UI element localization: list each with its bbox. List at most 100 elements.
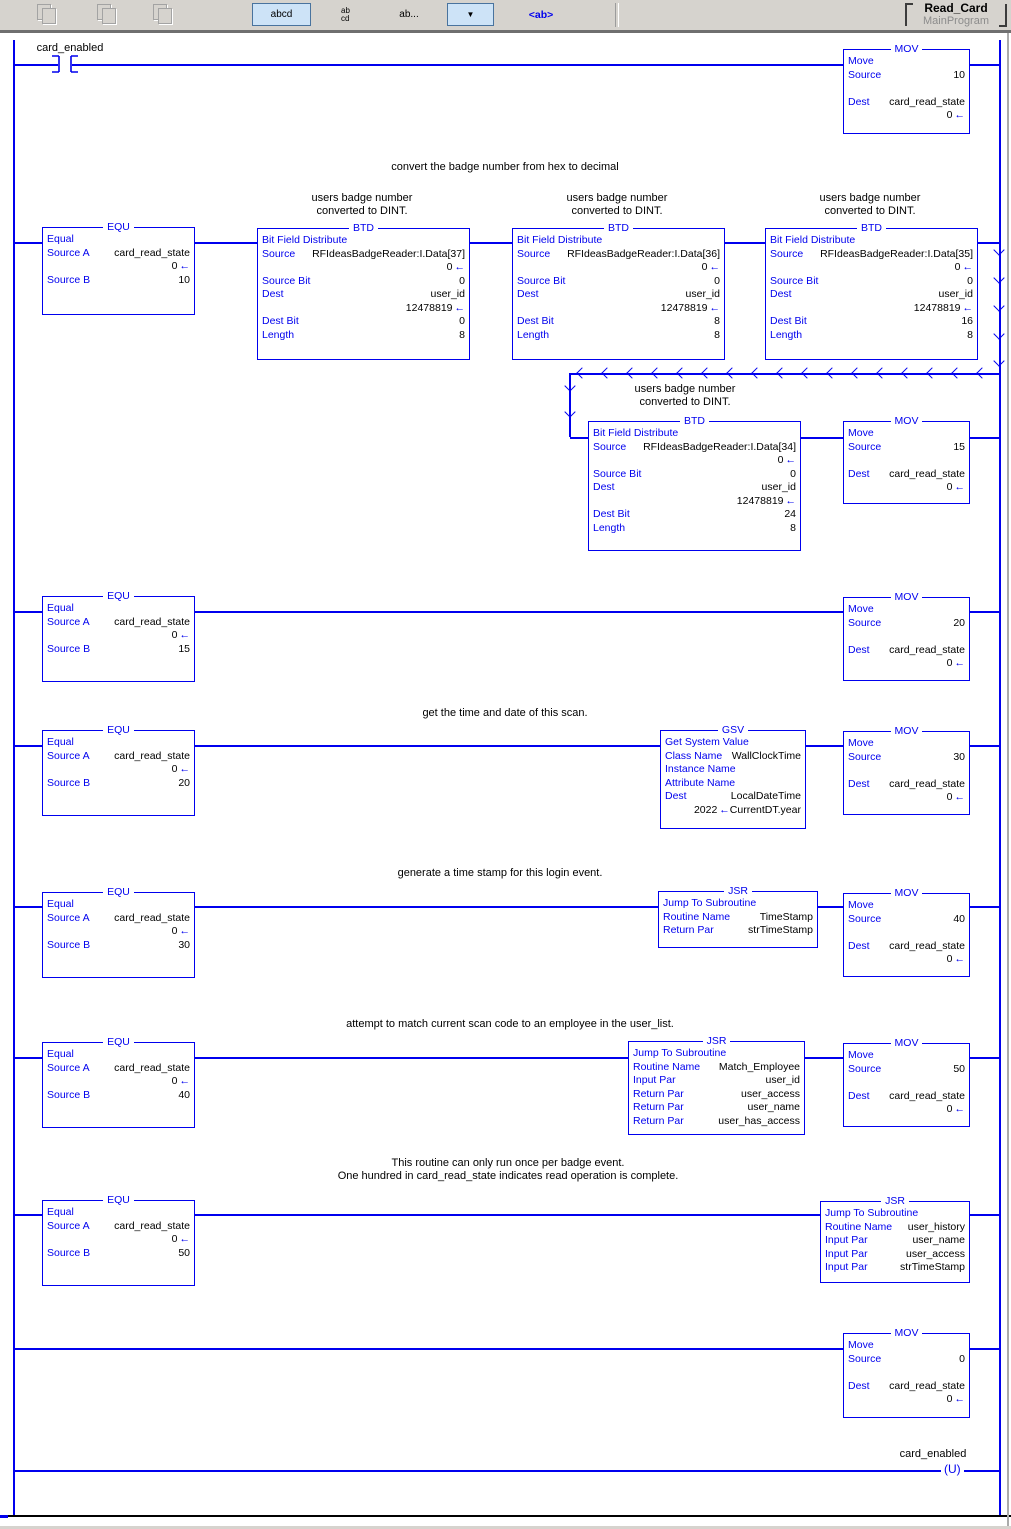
operand-value[interactable]: user_has_access — [718, 1114, 800, 1127]
paste-document-icon[interactable] — [36, 3, 62, 26]
operand-value[interactable]: 24 — [784, 508, 796, 520]
operand-value[interactable]: 0 — [701, 261, 708, 273]
operand-value[interactable]: 0 — [459, 315, 465, 327]
tag-name-full-button[interactable]: abcd — [252, 3, 311, 26]
operand-value[interactable]: 8 — [714, 315, 720, 327]
operand-value[interactable]: 12478819 — [405, 301, 453, 314]
operand-value[interactable]: 0 — [959, 1352, 965, 1365]
operand-value[interactable]: card_read_state — [889, 777, 965, 790]
operand-value[interactable]: 0 — [946, 1393, 953, 1405]
operand-value[interactable]: 8 — [790, 521, 796, 534]
operand-value[interactable]: 0 — [954, 261, 961, 273]
operand-value[interactable]: 30 — [953, 750, 965, 763]
operand-value[interactable]: card_read_state — [889, 467, 965, 480]
operand-value[interactable]: card_read_state — [114, 1061, 190, 1074]
coil-unlatch[interactable]: (U) — [941, 1461, 964, 1477]
operand-value[interactable]: strTimeStamp — [900, 1261, 965, 1273]
edit-tag-button[interactable]: <ab> — [515, 3, 567, 26]
operand-value[interactable]: 0 — [714, 274, 720, 287]
operand-value[interactable]: card_read_state — [114, 246, 190, 259]
operand-value[interactable]: card_read_state — [889, 1089, 965, 1102]
operand-value[interactable]: card_read_state — [889, 939, 965, 952]
operand-value[interactable]: 30 — [178, 938, 190, 951]
copy-documents-icon[interactable] — [152, 3, 178, 26]
operand-value[interactable]: 0 — [946, 481, 953, 493]
operand-value[interactable]: 0 — [171, 1233, 178, 1245]
tag-name-wrap-button[interactable]: ab cd — [329, 3, 362, 26]
operand-value[interactable]: 8 — [459, 328, 465, 341]
operand-value[interactable]: 40 — [178, 1088, 190, 1101]
rung-comment[interactable]: convert the badge number from hex to dec… — [250, 161, 760, 174]
export-document-icon[interactable] — [96, 3, 122, 26]
operand-value[interactable]: user_name — [912, 1234, 965, 1246]
operand-value[interactable]: 10 — [953, 68, 965, 81]
operand-value[interactable]: 40 — [953, 912, 965, 925]
operand-value[interactable]: 0 — [171, 629, 178, 641]
contact-tag-label[interactable]: card_enabled — [36, 42, 104, 54]
operand-value[interactable]: 20 — [178, 776, 190, 789]
operand-value[interactable]: 10 — [178, 273, 190, 286]
operand-value[interactable]: 0 — [967, 274, 973, 287]
operand-value[interactable]: 50 — [178, 1246, 190, 1259]
operand-value[interactable]: 0 — [171, 763, 178, 775]
operand-value[interactable]: LocalDateTime — [730, 790, 801, 802]
operand-value[interactable]: 12478819 — [660, 301, 708, 314]
tag-display-dropdown-button[interactable]: ▼ — [447, 3, 494, 26]
operand-value[interactable]: 2022 — [693, 803, 718, 816]
operand-value[interactable]: Match_Employee — [718, 1060, 800, 1073]
operand-value[interactable]: user_id — [430, 288, 465, 300]
operand-value[interactable]: card_read_state — [889, 1379, 965, 1392]
operand-value[interactable]: 0 — [790, 467, 796, 480]
operand-value[interactable]: 0 — [777, 454, 784, 466]
tag-name-truncated-button[interactable]: ab... — [385, 3, 433, 26]
clipped-edge-icon[interactable] — [0, 3, 10, 26]
operand-value[interactable]: 15 — [178, 642, 190, 655]
operand-value[interactable]: card_read_state — [114, 1219, 190, 1232]
rung-comment[interactable]: get the time and date of this scan. — [255, 707, 755, 720]
contact-examine-on[interactable] — [45, 54, 85, 79]
operand-value[interactable]: 50 — [953, 1062, 965, 1075]
operand-value[interactable]: 0 — [946, 791, 953, 803]
operand-value[interactable]: card_read_state — [114, 911, 190, 924]
rung-comment[interactable]: This routine can only run once per badge… — [208, 1157, 808, 1183]
operand-value[interactable]: user_history — [907, 1220, 965, 1233]
operand-value[interactable]: card_read_state — [114, 615, 190, 628]
operand-value[interactable]: 0 — [171, 260, 178, 272]
operand-value[interactable]: 8 — [967, 328, 973, 341]
operand-value[interactable]: RFIdeasBadgeReader:I.Data[37] — [312, 247, 465, 260]
operand-value[interactable]: card_read_state — [114, 749, 190, 762]
routine-tab-label[interactable]: Read_Card MainProgram — [905, 1, 1007, 29]
operand-value[interactable]: 0 — [459, 274, 465, 287]
operand-value[interactable]: 0 — [946, 953, 953, 965]
operand-value[interactable]: user_id — [765, 1074, 800, 1086]
operand-value[interactable]: 0 — [946, 657, 953, 669]
operand-value[interactable]: 15 — [953, 440, 965, 453]
operand-value[interactable]: user_access — [741, 1087, 800, 1100]
operand-value[interactable]: user_id — [761, 481, 796, 493]
operand-value[interactable]: CurrentDT.year — [729, 803, 801, 816]
operand-value[interactable]: 0 — [171, 925, 178, 937]
operand-value[interactable]: 16 — [961, 315, 973, 327]
